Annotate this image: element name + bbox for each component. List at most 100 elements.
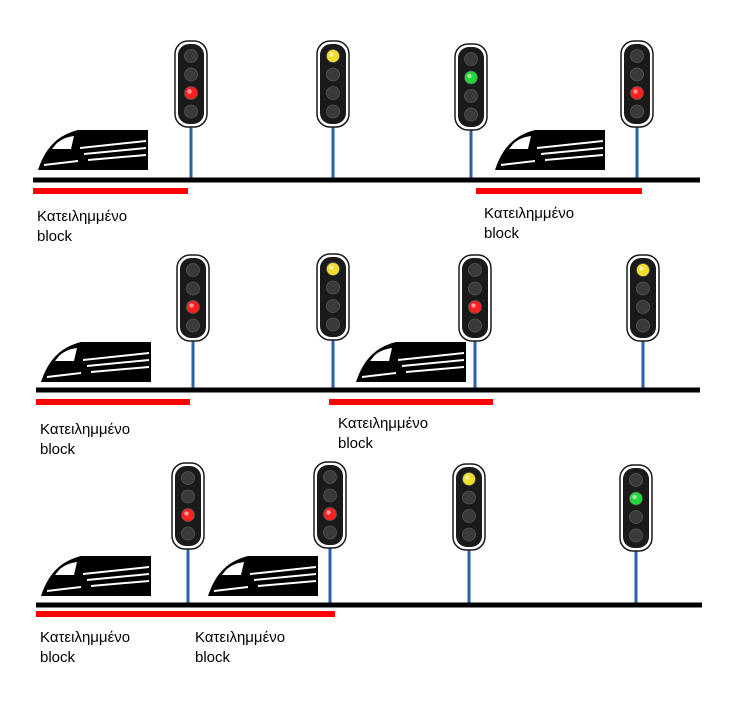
signal-lamp-off bbox=[630, 104, 644, 119]
railway-signal-icon bbox=[176, 254, 210, 342]
occupied-block-label: Κατειλημμένο block bbox=[338, 414, 428, 454]
occupied-block-label-line2: block bbox=[195, 649, 231, 666]
occupied-block-label: Κατειλημμένο block bbox=[40, 420, 130, 460]
signal-lamp-off bbox=[464, 107, 478, 122]
occupied-block-label-line2: block bbox=[40, 649, 76, 666]
signal-post bbox=[635, 122, 639, 180]
occupied-block-label: Κατειλημμένο block bbox=[40, 628, 130, 668]
high-speed-train-icon bbox=[356, 342, 466, 382]
signal-lamp-off bbox=[629, 510, 643, 524]
high-speed-train-icon bbox=[41, 556, 151, 596]
signal-head bbox=[624, 44, 650, 124]
signal-post bbox=[186, 544, 190, 605]
signal-head bbox=[320, 257, 346, 337]
occupied-block-label-line1: Κατειλημμένο bbox=[484, 205, 575, 222]
signal-lamp-glint bbox=[329, 265, 334, 270]
signal-post bbox=[467, 545, 471, 605]
occupied-block-label-line1: Κατειλημμένο bbox=[195, 629, 286, 646]
signal-post bbox=[634, 546, 638, 605]
high-speed-train-icon bbox=[38, 130, 148, 170]
signal-head bbox=[458, 47, 484, 127]
signal-lamp-off bbox=[629, 528, 643, 543]
occupied-block-label: Κατειλημμένο block bbox=[484, 204, 574, 244]
signal-lamp-off bbox=[323, 470, 337, 484]
occupied-block-label-line2: block bbox=[484, 225, 520, 242]
railway-signal-icon bbox=[626, 254, 660, 342]
signal-lamp-glint bbox=[633, 89, 638, 94]
occupied-block-label-line2: block bbox=[40, 441, 76, 458]
signal-post bbox=[189, 122, 193, 180]
signal-lamp-off bbox=[464, 52, 478, 66]
occupied-block-label-line1: Κατειλημμένο bbox=[40, 421, 131, 438]
railway-signal-icon bbox=[171, 462, 205, 550]
signal-lamp-off bbox=[630, 49, 644, 63]
railway-signal-icon bbox=[458, 254, 492, 342]
signal-post bbox=[331, 122, 335, 180]
signal-head bbox=[630, 258, 656, 338]
signal-lamp-off bbox=[181, 526, 195, 541]
signal-lamp-off bbox=[636, 318, 650, 333]
signal-lamp-off bbox=[326, 86, 340, 100]
signal-lamp-off bbox=[462, 527, 476, 542]
signal-lamp-off bbox=[464, 89, 478, 103]
occupied-block-label-line1: Κατειλημμένο bbox=[40, 629, 131, 646]
signal-head bbox=[623, 468, 649, 548]
signal-lamp-off bbox=[184, 104, 198, 119]
signal-lamp-glint bbox=[326, 510, 331, 515]
track-rail bbox=[36, 602, 702, 608]
signal-post bbox=[473, 336, 477, 390]
occupied-block-label: Κατειλημμένο block bbox=[37, 207, 127, 247]
signal-lamp-off bbox=[186, 263, 200, 277]
signal-lamp-off bbox=[326, 67, 340, 82]
railway-signal-icon bbox=[454, 43, 488, 131]
signal-post bbox=[331, 335, 335, 390]
signal-lamp-off bbox=[181, 489, 195, 504]
signal-lamp-off bbox=[181, 471, 195, 485]
signal-lamp-off bbox=[323, 488, 337, 503]
occupied-block-bar bbox=[36, 399, 190, 405]
signal-lamp-glint bbox=[189, 303, 194, 308]
occupied-block-label-line1: Κατειλημμένο bbox=[37, 208, 128, 225]
high-speed-train-icon bbox=[495, 130, 605, 170]
signal-lamp-off bbox=[468, 263, 482, 277]
signal-lamp-glint bbox=[184, 511, 189, 516]
railway-signal-icon bbox=[316, 40, 350, 128]
signal-lamp-off bbox=[323, 525, 337, 540]
occupied-block-label-line1: Κατειλημμένο bbox=[338, 415, 429, 432]
signal-head bbox=[317, 465, 343, 545]
railway-signal-icon bbox=[452, 463, 486, 551]
signal-head bbox=[180, 258, 206, 338]
railway-signal-icon bbox=[619, 464, 653, 552]
occupied-block-bar bbox=[329, 399, 493, 405]
railway-signal-icon bbox=[313, 461, 347, 549]
signal-lamp-off bbox=[326, 317, 340, 332]
signal-lamp-off bbox=[468, 318, 482, 333]
occupied-block-label-line2: block bbox=[37, 228, 73, 245]
high-speed-train-icon bbox=[41, 342, 151, 382]
signal-lamp-off bbox=[630, 67, 644, 82]
signal-lamp-off bbox=[629, 473, 643, 487]
signal-post bbox=[641, 336, 645, 390]
signal-lamp-glint bbox=[329, 52, 334, 57]
occupied-block-bar bbox=[36, 611, 188, 617]
signal-head bbox=[175, 466, 201, 546]
signal-lamp-off bbox=[326, 299, 340, 313]
signal-head bbox=[456, 467, 482, 547]
occupied-block-bar bbox=[188, 611, 335, 617]
signal-head bbox=[178, 44, 204, 124]
railway-signal-icon bbox=[174, 40, 208, 128]
occupied-block-bar bbox=[33, 188, 188, 194]
high-speed-train-icon bbox=[208, 556, 318, 596]
signal-lamp-glint bbox=[187, 89, 192, 94]
occupied-block-bar bbox=[476, 188, 642, 194]
track-rail bbox=[33, 177, 700, 183]
railway-signal-icon bbox=[620, 40, 654, 128]
occupied-block-label: Κατειλημμένο block bbox=[195, 628, 285, 668]
track-rail bbox=[36, 387, 700, 393]
signal-lamp-glint bbox=[471, 303, 476, 308]
railway-signal-icon bbox=[316, 253, 350, 341]
signal-lamp-glint bbox=[639, 266, 644, 271]
signal-lamp-off bbox=[636, 300, 650, 314]
